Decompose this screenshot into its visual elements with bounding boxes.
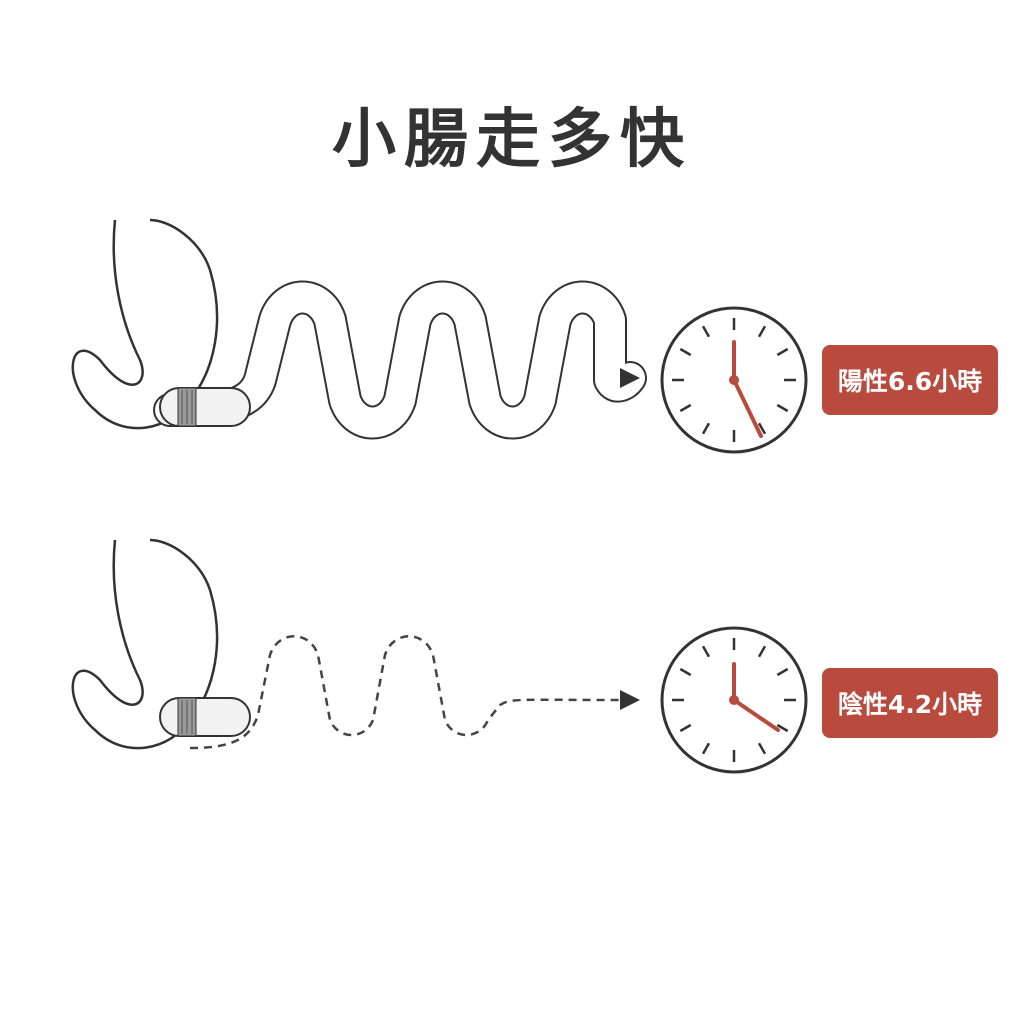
stomach-icon [71, 538, 219, 750]
duration-badge-positive: 陽性6.6小時 [822, 345, 998, 415]
row-negative: 陰性4.2小時 [0, 530, 1024, 830]
capsule-icon [159, 697, 251, 737]
arrow-icon [620, 690, 640, 710]
clock-icon [660, 306, 808, 454]
capsule-icon [159, 387, 251, 427]
diagram-positive [71, 218, 808, 454]
stomach-icon [71, 218, 219, 430]
arrow-icon [620, 368, 640, 388]
clock-icon [660, 626, 808, 774]
intestine-path [189, 635, 621, 750]
diagram-negative [71, 538, 808, 774]
page-title: 小腸走多快 [332, 103, 692, 177]
minute-hand [732, 698, 780, 732]
minute-hand [732, 378, 763, 438]
row-positive: 陽性6.6小時 [0, 210, 1024, 510]
intestine-path [153, 280, 647, 440]
duration-badge-negative: 陰性4.2小時 [822, 668, 998, 738]
